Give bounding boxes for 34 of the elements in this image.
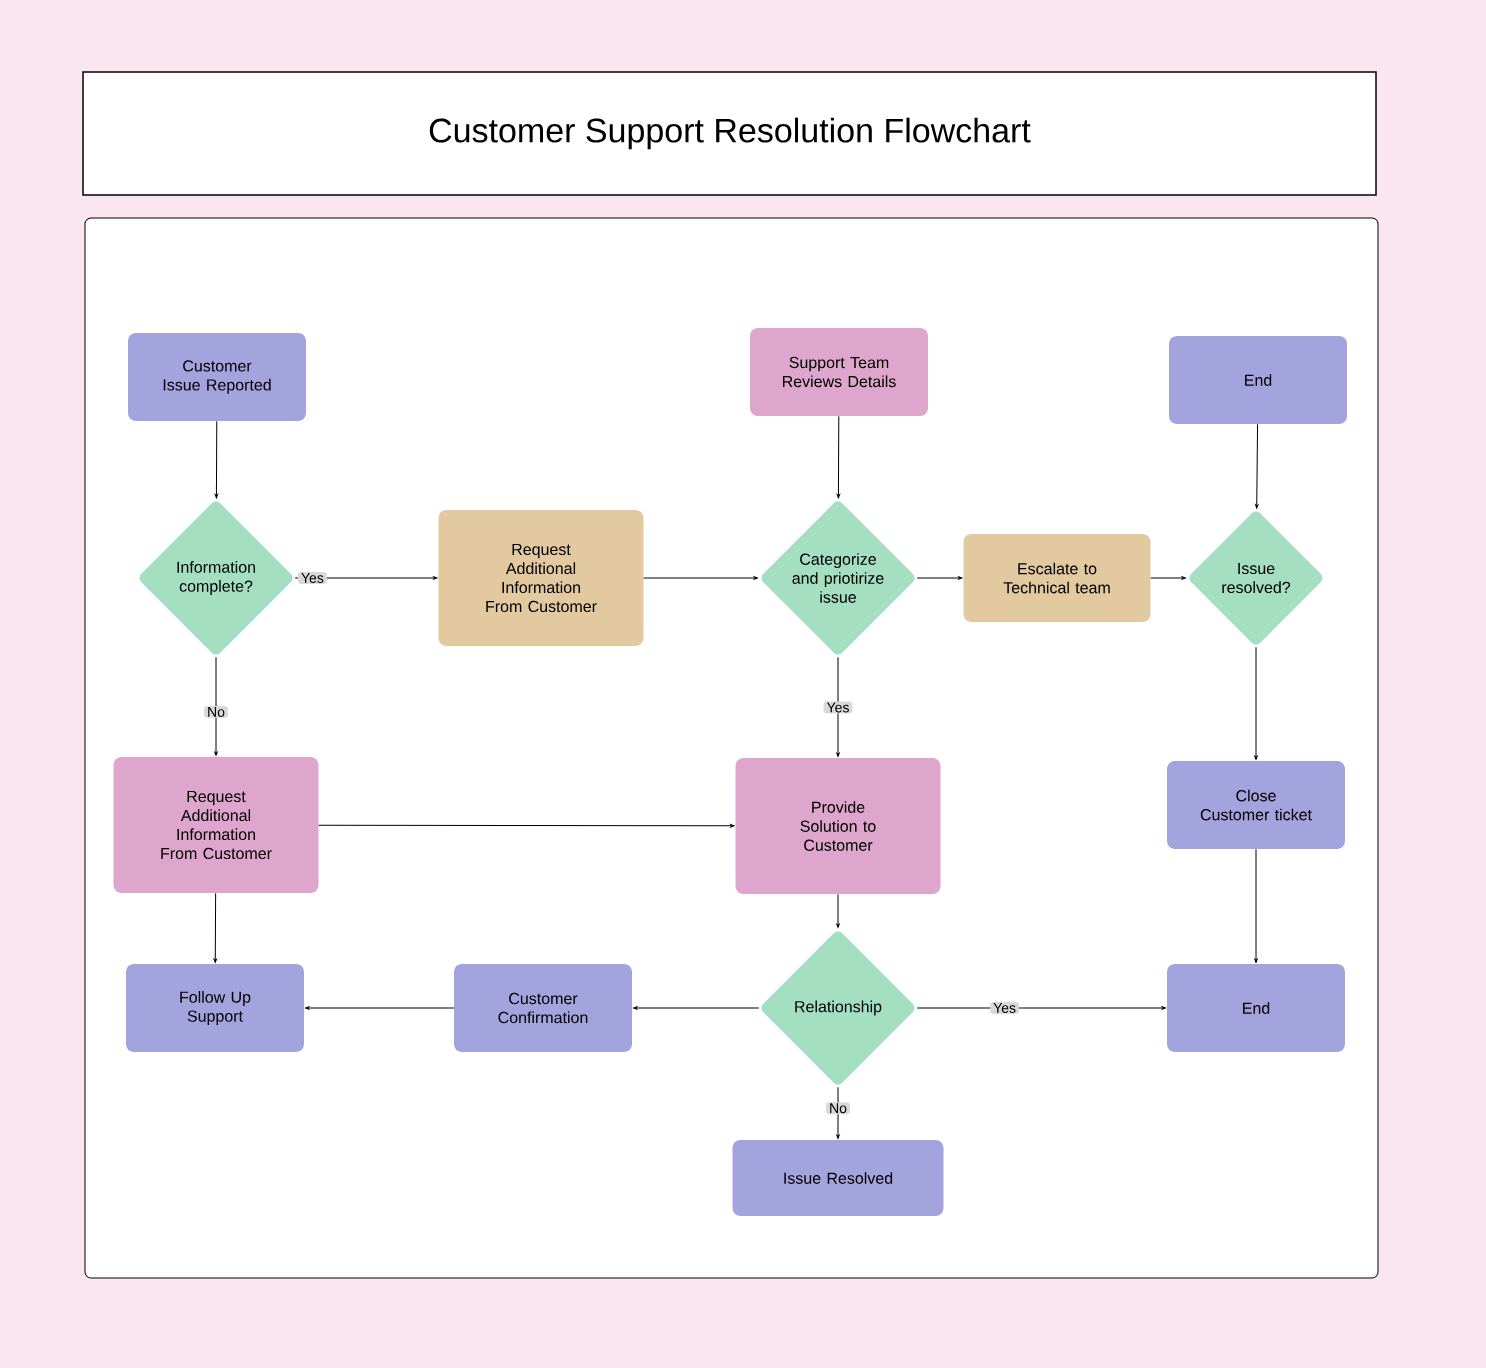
arrow xyxy=(1254,646,1258,760)
arrow xyxy=(836,1086,840,1139)
edge-label: No xyxy=(826,1102,850,1115)
arrow xyxy=(836,893,840,928)
process-box: Follow Up Support xyxy=(126,964,304,1052)
process-box: Support Team Reviews Details xyxy=(750,328,928,416)
edge-label: Yes xyxy=(990,1002,1019,1014)
arrow xyxy=(318,824,735,828)
process-box: Request Additional Information From Customer xyxy=(113,757,319,893)
process-box: Customer Confirmation xyxy=(454,964,632,1052)
arrow xyxy=(1255,423,1259,509)
arrow xyxy=(213,892,217,963)
edge-label: No xyxy=(204,706,228,718)
process-box: Provide Solution to Customer xyxy=(735,758,941,894)
arrow xyxy=(643,576,758,580)
process-box: End xyxy=(1167,964,1345,1052)
process-box: Customer Issue Reported xyxy=(128,333,306,421)
process-box: Request Additional Information From Customer xyxy=(438,510,644,646)
arrow xyxy=(916,576,963,580)
process-box: Escalate to Technical team xyxy=(963,534,1151,622)
title: Customer Support Resolution Flowchart xyxy=(429,117,1031,150)
arrow xyxy=(836,656,840,757)
arrow xyxy=(214,656,218,756)
process-box: Close Customer ticket xyxy=(1167,761,1345,849)
arrow xyxy=(1150,576,1186,580)
arrow xyxy=(633,1006,760,1010)
process-box: End xyxy=(1169,336,1347,424)
arrow xyxy=(305,1006,455,1010)
arrow xyxy=(916,1006,1166,1010)
arrow xyxy=(1254,848,1258,963)
arrow xyxy=(836,415,841,499)
process-box: Issue Resolved xyxy=(732,1140,944,1216)
arrow xyxy=(214,420,219,499)
edge-label: Yes xyxy=(297,572,327,584)
